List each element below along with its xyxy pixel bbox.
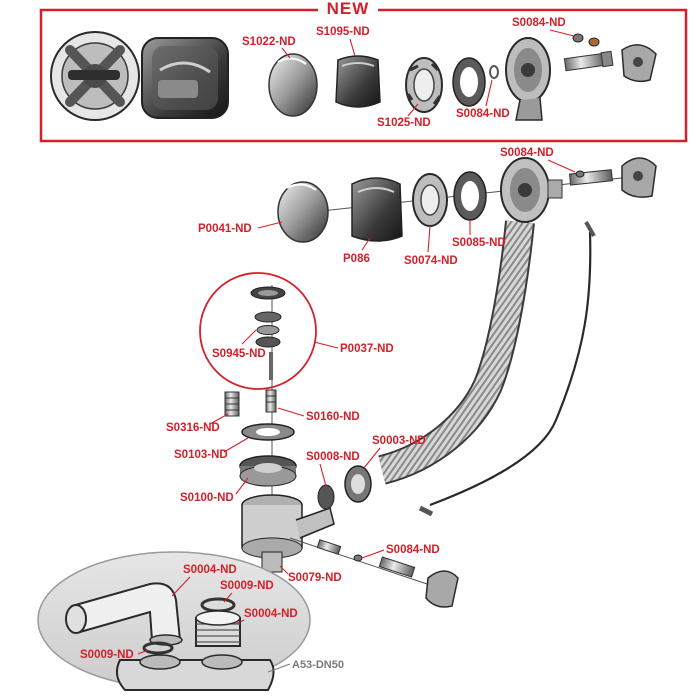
part-link-bar	[378, 556, 416, 578]
label-s0085: S0085-ND	[452, 237, 506, 249]
leader-s0009-a	[223, 592, 233, 603]
part-s1022-dome	[268, 53, 318, 117]
part-drain-body	[241, 494, 335, 573]
leader-s0084-right	[547, 159, 576, 173]
leader-s1095	[349, 38, 356, 57]
part-s0074-ring	[412, 173, 448, 227]
leader-s1025	[407, 103, 419, 117]
leader-s1022	[281, 47, 291, 59]
leader-s0004-a	[171, 576, 191, 597]
label-s0160: S0160-ND	[306, 411, 360, 423]
part-screw-valve	[568, 169, 613, 186]
part-escutcheon	[621, 157, 657, 198]
part-s1095-cover	[335, 55, 381, 108]
label-p0041: P0041-ND	[198, 223, 252, 235]
part-small-oring-top	[489, 65, 499, 79]
part-small-washer-a	[572, 33, 584, 43]
label-s0009-b: S0009-ND	[80, 649, 134, 661]
round-handle-cover-illustration	[50, 31, 140, 121]
leader-s0084-mid	[485, 79, 493, 107]
label-s0084-top: S0084-ND	[512, 17, 566, 29]
inset-elbow-pipe	[65, 582, 183, 646]
part-small-washer-b	[588, 37, 600, 47]
part-p0037-plug	[250, 286, 286, 348]
part-overflow-body-top	[505, 37, 551, 121]
leader-p0041	[257, 221, 283, 229]
label-s0008: S0008-ND	[306, 451, 360, 463]
main-exploded-view: S0084-ND P0041-ND P086 S0074-ND S0085-ND…	[166, 147, 657, 608]
part-valve-screw-top	[563, 50, 614, 72]
label-s0945: S0945-ND	[212, 348, 266, 360]
label-s0316: S0316-ND	[166, 422, 220, 434]
bowden-cable	[429, 231, 592, 507]
label-s0079: S0079-ND	[288, 572, 342, 584]
label-s1022: S1022-ND	[242, 36, 296, 48]
part-link-rod	[316, 539, 342, 555]
part-link-washer	[353, 554, 363, 562]
part-s1025-ring	[405, 57, 443, 113]
leader-p086	[361, 237, 371, 251]
new-label-background	[318, 0, 378, 18]
part-s0008-ring	[317, 484, 335, 510]
part-lower-escutcheon	[425, 570, 459, 608]
label-s0100: S0100-ND	[180, 492, 234, 504]
label-s0084-mid: S0084-ND	[456, 108, 510, 120]
siphon-inset: S0004-ND S0009-ND S0004-ND S0009-ND A53-…	[37, 551, 344, 691]
label-s1095: S1095-ND	[316, 26, 370, 38]
leader-s0103	[223, 437, 249, 453]
label-s0103: S0103-ND	[174, 449, 228, 461]
corrugated-hose	[378, 220, 533, 483]
inset-threaded-nut	[195, 610, 241, 647]
inset-siphon-base	[115, 654, 275, 691]
leader-s0084-low	[361, 549, 385, 559]
detail-callout-circle	[199, 272, 317, 390]
inset-washer-left	[142, 641, 174, 655]
leader-s0316	[209, 413, 229, 425]
part-escutcheon-top	[621, 44, 657, 83]
leader-s0084-top	[549, 29, 575, 37]
part-s0160-spring	[265, 389, 277, 413]
part-p0041-dome	[277, 181, 329, 243]
leader-s0160	[277, 407, 305, 417]
leader-a53	[267, 663, 291, 673]
label-a53: A53-DN50	[292, 659, 344, 671]
part-s0100-nut	[239, 455, 297, 487]
part-gasket-top	[452, 57, 486, 107]
part-s0103-washer	[241, 423, 295, 441]
cable-end-top	[584, 221, 596, 237]
leader-s0008	[319, 463, 327, 487]
part-p086-cover	[351, 177, 403, 242]
leader-p0037	[313, 341, 339, 349]
new-label: NEW	[327, 0, 370, 18]
part-s0085-gasket	[453, 171, 487, 221]
square-cover-illustration	[141, 37, 229, 119]
leader-s0074	[427, 225, 431, 253]
leader-s0004-b	[235, 619, 245, 625]
label-p086: P086	[343, 253, 370, 265]
linkage-axis-line	[289, 537, 431, 586]
part-s0316-spring	[224, 391, 240, 417]
label-s0004-a: S0004-ND	[183, 564, 237, 576]
cable-end-bottom	[418, 505, 434, 517]
part-overflow-body	[500, 157, 563, 223]
label-s0003: S0003-ND	[372, 435, 426, 447]
label-p0037: P0037-ND	[340, 343, 394, 355]
leader-s0003	[363, 447, 381, 469]
leader-s0945	[241, 329, 257, 345]
leader-s0009-b	[137, 649, 149, 655]
part-s0003-nut	[344, 465, 372, 503]
label-s0084-right: S0084-ND	[500, 147, 554, 159]
label-s1025: S1025-ND	[377, 117, 431, 129]
leader-s0100	[235, 477, 249, 495]
leader-s0079	[279, 565, 289, 575]
label-s0004-b: S0004-ND	[244, 608, 298, 620]
label-s0084-low: S0084-ND	[386, 544, 440, 556]
plug-rod	[269, 352, 273, 380]
label-s0009-a: S0009-ND	[220, 580, 274, 592]
label-s0074: S0074-ND	[404, 255, 458, 267]
new-parts-panel: NEW	[39, 0, 688, 143]
